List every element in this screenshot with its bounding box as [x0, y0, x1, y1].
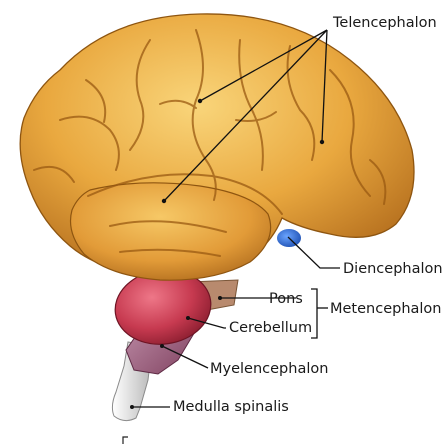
temporal-lobe-shape — [71, 183, 271, 280]
label-metencephalon: Metencephalon — [330, 301, 442, 317]
corner-mark — [123, 437, 128, 444]
label-pons: Pons — [269, 291, 303, 307]
label-diencephalon: Diencephalon — [343, 261, 443, 277]
label-medulla-spinalis: Medulla spinalis — [173, 399, 289, 415]
label-cerebellum: Cerebellum — [229, 320, 312, 336]
label-telencephalon: Telencephalon — [332, 15, 437, 31]
label-myelencephalon: Myelencephalon — [210, 361, 328, 377]
